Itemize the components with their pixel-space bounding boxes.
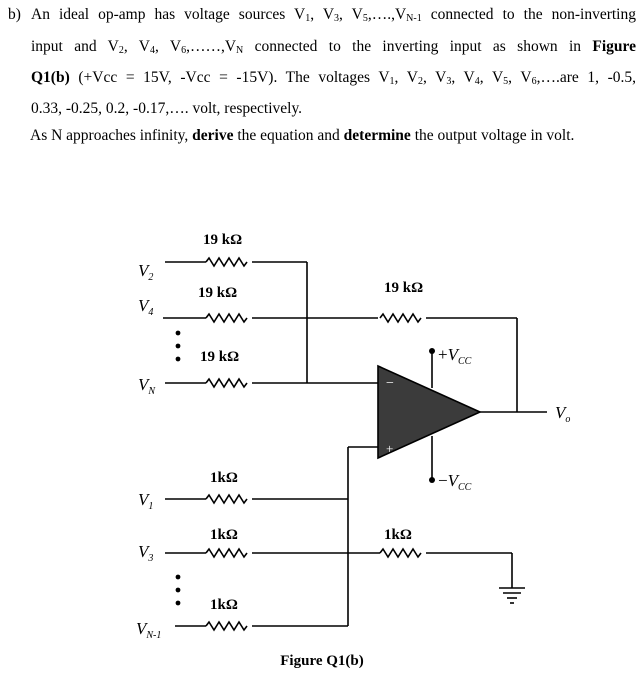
label-vn1: VN-1 xyxy=(136,619,161,641)
label-v4: V4 xyxy=(138,296,153,318)
label-vcc-positive: +VCC xyxy=(438,345,472,367)
label-feedback-resistor: 19 kΩ xyxy=(384,280,423,296)
resistor-vn1 xyxy=(205,621,248,631)
resistor-ground xyxy=(379,548,422,558)
ellipsis-dot xyxy=(175,574,181,580)
label-v4-resistor: 19 kΩ xyxy=(198,285,237,301)
ellipsis-dot xyxy=(175,356,181,362)
label-feedback-v2-resistor: 19 kΩ xyxy=(203,232,242,248)
label-vn1-resistor: 1kΩ xyxy=(210,597,238,613)
resistor-v4 xyxy=(205,313,248,323)
question-line-2: input and V2, V4, V6,……,VN connected to … xyxy=(31,38,636,56)
label-v3: V3 xyxy=(138,542,153,564)
label-vcc-negative: −VCC xyxy=(438,471,472,493)
question-label: b) xyxy=(8,6,21,23)
figure-caption: Figure Q1(b) xyxy=(280,653,364,669)
resistor-feedback-v2 xyxy=(205,257,248,267)
resistor-v3 xyxy=(205,548,248,558)
vcc-pos-terminal xyxy=(429,348,435,354)
resistor-vn xyxy=(205,378,248,388)
label-v3-resistor: 1kΩ xyxy=(210,527,238,543)
ellipsis-dot xyxy=(175,343,181,349)
resistor-v1 xyxy=(205,494,248,504)
op-amp-triangle xyxy=(377,364,482,460)
question-line-1: An ideal op-amp has voltage sources V1, … xyxy=(31,6,636,24)
label-output: Vo xyxy=(555,403,570,425)
inverting-sign: − xyxy=(386,376,394,391)
ellipsis-dot xyxy=(175,600,181,606)
vcc-neg-terminal xyxy=(429,477,435,483)
question-line-5: As N approaches infinity, derive the equ… xyxy=(30,127,575,144)
noninverting-sign: + xyxy=(386,441,393,456)
ground-icon xyxy=(499,587,525,604)
resistor-feedback xyxy=(379,313,422,323)
question-line-3: Q1(b) (+Vcc = 15V, -Vcc = -15V). The vol… xyxy=(31,69,636,87)
question-line-4: 0.33, -0.25, 0.2, -0.17,…. volt, respect… xyxy=(31,100,303,117)
ellipsis-dot xyxy=(175,587,181,593)
label-v1-resistor: 1kΩ xyxy=(210,470,238,486)
label-vn-resistor: 19 kΩ xyxy=(200,349,239,365)
label-vn: VN xyxy=(138,375,156,397)
label-v2: V2 xyxy=(138,261,153,283)
label-v1: V1 xyxy=(138,490,153,512)
ellipsis-dot xyxy=(175,330,181,336)
label-ground-resistor: 1kΩ xyxy=(384,527,412,543)
